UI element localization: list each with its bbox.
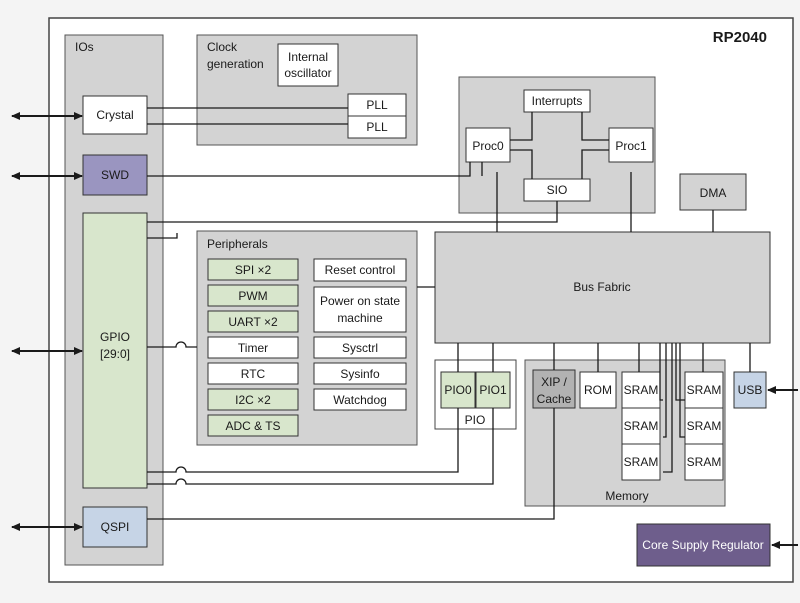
- chip-title: RP2040: [713, 29, 767, 46]
- usb-label: USB: [738, 383, 763, 397]
- internal-oscillator-line1: Internal: [288, 50, 328, 64]
- processor-interconnect: [510, 112, 609, 179]
- peripheral-label: PWM: [238, 289, 267, 303]
- core-supply-regulator: [636, 523, 771, 567]
- peripheral-box: [313, 388, 407, 411]
- sram-box: [684, 443, 724, 481]
- sram-label: SRAM: [687, 455, 722, 469]
- peripheral-box: [207, 284, 299, 307]
- peripheral-label: I2C ×2: [235, 393, 271, 407]
- interrupts-label: Interrupts: [532, 94, 583, 108]
- rom-label: ROM: [584, 383, 612, 397]
- sram-label: SRAM: [687, 419, 722, 433]
- peripheral-label: RTC: [241, 367, 266, 381]
- power-on-state-machine-line2: machine: [337, 311, 383, 325]
- reset-control-label: Reset control: [325, 263, 396, 277]
- power-on-state-machine-box: [313, 286, 407, 333]
- pll-label-1: PLL: [366, 98, 388, 112]
- proc0-box: [465, 127, 511, 163]
- peripheral-box: [207, 336, 299, 359]
- swd-box: [82, 154, 148, 196]
- qspi-box: [82, 506, 148, 548]
- clock-title-line1: Clock: [207, 40, 238, 54]
- peripherals-title: Peripherals: [207, 237, 268, 251]
- peripheral-box: [207, 258, 299, 281]
- sram-box: [621, 407, 661, 445]
- core-supply-regulator-label: Core Supply Regulator: [642, 538, 763, 552]
- bus-fabric-label: Bus Fabric: [573, 280, 630, 294]
- external-io-arrows: [11, 112, 798, 549]
- rom-box: [579, 371, 617, 409]
- ios-title: IOs: [75, 40, 94, 54]
- swd-label: SWD: [101, 168, 129, 182]
- interrupts-box: [523, 89, 591, 113]
- peripheral-label: ADC & TS: [225, 419, 280, 433]
- proc1-label: Proc1: [615, 139, 647, 153]
- sram-banks: SRAM SRAM SRAM SRAM SRAM SRAM: [621, 371, 724, 481]
- pio0-box: [440, 371, 476, 409]
- peripheral-label: Sysctrl: [342, 341, 378, 355]
- sram-box: [621, 443, 661, 481]
- qspi-label: QSPI: [101, 520, 130, 534]
- peripheral-label: Timer: [238, 341, 268, 355]
- pll-label-2: PLL: [366, 120, 388, 134]
- sram-label: SRAM: [624, 419, 659, 433]
- peripheral-label: Watchdog: [333, 393, 387, 407]
- internal-oscillator-line2: oscillator: [284, 66, 331, 80]
- crystal-label: Crystal: [96, 108, 133, 122]
- internal-connections: [147, 107, 751, 520]
- sram-box: [684, 407, 724, 445]
- xip-cache-line2: Cache: [537, 392, 572, 406]
- sram-label: SRAM: [687, 383, 722, 397]
- sram-box: [684, 371, 724, 409]
- gpio-box: [82, 212, 148, 489]
- xip-cache-box: [532, 369, 576, 409]
- clock-title-line2: generation: [207, 57, 264, 71]
- power-on-state-machine-line1: Power on state: [320, 294, 400, 308]
- peripheral-box: [207, 310, 299, 333]
- reset-control-box: [313, 258, 407, 282]
- pio-title: PIO: [465, 413, 486, 427]
- crystal-box: [82, 95, 148, 135]
- sram-label: SRAM: [624, 383, 659, 397]
- gpio-label: GPIO: [100, 330, 130, 344]
- memory-title: Memory: [605, 489, 648, 503]
- peripheral-box: [313, 336, 407, 359]
- peripheral-box: [207, 388, 299, 411]
- pll-box-2: [347, 115, 407, 139]
- proc0-label: Proc0: [472, 139, 504, 153]
- pio0-label: PIO0: [444, 383, 472, 397]
- peripheral-label: UART ×2: [228, 315, 278, 329]
- peripheral-box: [207, 362, 299, 385]
- usb-box: [733, 371, 767, 409]
- peripheral-box: [313, 362, 407, 385]
- bus-fabric: [434, 231, 771, 344]
- proc1-box: [608, 127, 654, 163]
- dma-label: DMA: [700, 186, 727, 200]
- xip-cache-line1: XIP /: [541, 375, 567, 389]
- internal-oscillator-box: [277, 43, 339, 87]
- pio1-label: PIO1: [479, 383, 507, 397]
- peripheral-label: Sysinfo: [340, 367, 380, 381]
- sio-label: SIO: [547, 183, 568, 197]
- gpio-pins-label: [29:0]: [100, 347, 130, 361]
- sram-label: SRAM: [624, 455, 659, 469]
- peripheral-box: [207, 414, 299, 437]
- peripheral-label: SPI ×2: [235, 263, 272, 277]
